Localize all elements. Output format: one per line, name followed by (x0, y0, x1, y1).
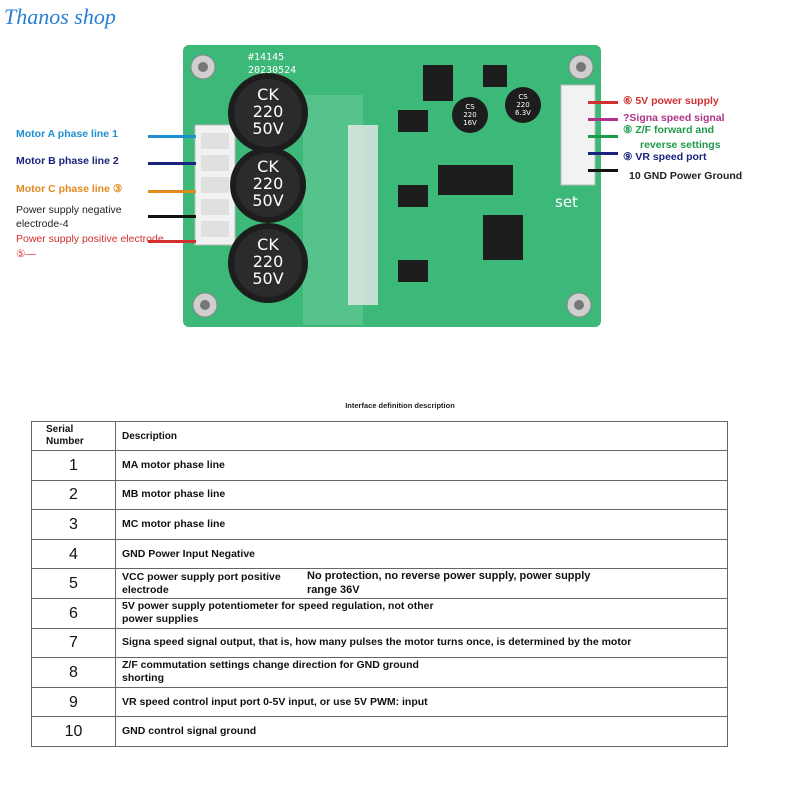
row-description: 5V power supply potentiometer for speed … (115, 597, 728, 629)
label-neg-supply-2: electrode-4 (16, 218, 69, 230)
svg-text:16V: 16V (463, 119, 477, 127)
capacitor-3: CK 220 50V (228, 223, 308, 303)
mounting-hole-icon (190, 54, 216, 80)
table-title: Interface definition description (345, 401, 455, 410)
row-number: 10 (31, 716, 116, 747)
label-motor-a: Motor A phase line 1 (16, 128, 118, 140)
mounting-hole-icon (192, 292, 218, 318)
label-zf: ⑧ Z/F forward and (623, 124, 715, 136)
label-neg-supply: Power supply negative (16, 204, 122, 216)
label-motor-b: Motor B phase line 2 (16, 155, 119, 167)
row-number: 4 (31, 538, 116, 570)
label-motor-c: Motor C phase line ③ (16, 183, 123, 195)
capacitor-1: CK 220 50V (228, 73, 308, 153)
svg-text:220: 220 (253, 252, 284, 271)
label-pos-supply-2: ⑤— (16, 248, 36, 260)
svg-text:50V: 50V (252, 191, 283, 210)
row-number: 7 (31, 627, 116, 659)
header-serial: Serial Number (31, 421, 116, 451)
row-description: MC motor phase line (115, 509, 728, 540)
motor-driver-board: CK 220 50V CK 220 50V CK 220 50V CS 220 … (183, 45, 601, 327)
row-description: VR speed control input port 0-5V input, … (115, 686, 728, 718)
table-header: Serial Number Description (31, 421, 728, 451)
label-vr: ⑨ VR speed port (623, 151, 707, 163)
row-number: 1 (31, 450, 116, 481)
svg-text:CK: CK (257, 235, 279, 254)
label-zf-2: reverse settings (640, 139, 721, 151)
svg-text:220: 220 (253, 174, 284, 193)
svg-text:220: 220 (516, 101, 529, 109)
svg-text:set: set (555, 193, 578, 211)
svg-text:CK: CK (257, 157, 279, 176)
svg-text:50V: 50V (252, 119, 283, 138)
mounting-hole-icon (566, 292, 592, 318)
small-capacitor-1: CS 220 16V (452, 97, 488, 133)
svg-text:220: 220 (463, 111, 476, 119)
row-number: 9 (31, 686, 116, 718)
row-description: MB motor phase line (115, 479, 728, 511)
row-description: Signa speed signal output, that is, how … (115, 627, 728, 659)
label-gnd: 10 GND Power Ground (629, 170, 743, 182)
row-description: MA motor phase line (115, 450, 728, 481)
svg-text:220: 220 (253, 102, 284, 121)
row-number: 2 (31, 479, 116, 511)
svg-text:50V: 50V (252, 269, 283, 288)
row-number: 3 (31, 509, 116, 540)
capacitor-2: CK 220 50V (230, 147, 306, 223)
row-number: 6 (31, 597, 116, 629)
label-signal: ?Signa speed signal (623, 112, 725, 124)
row-description: GND control signal ground (115, 716, 728, 747)
small-capacitor-2: CS 220 6.3V (505, 87, 541, 123)
shop-watermark: Thanos shop (4, 4, 116, 29)
svg-text:CS: CS (465, 103, 475, 111)
svg-text:20230524: 20230524 (248, 65, 296, 76)
svg-text:CS: CS (518, 93, 528, 101)
label-pos-supply: Power supply positive electrode (16, 233, 164, 245)
row5-note: No protection, no reverse power supply, … (307, 570, 591, 596)
row-description: GND Power Input Negative (115, 538, 728, 570)
row-description: Z/F commutation settings change directio… (115, 657, 728, 688)
label-5v: ⑥ 5V power supply (623, 95, 719, 107)
svg-text:CK: CK (257, 85, 279, 104)
row-number: 8 (31, 657, 116, 688)
svg-text:#14145: #14145 (248, 52, 284, 63)
mounting-hole-icon (568, 54, 594, 80)
svg-text:6.3V: 6.3V (515, 109, 531, 117)
header-description: Description (115, 421, 728, 451)
row-number: 5 (31, 568, 116, 599)
